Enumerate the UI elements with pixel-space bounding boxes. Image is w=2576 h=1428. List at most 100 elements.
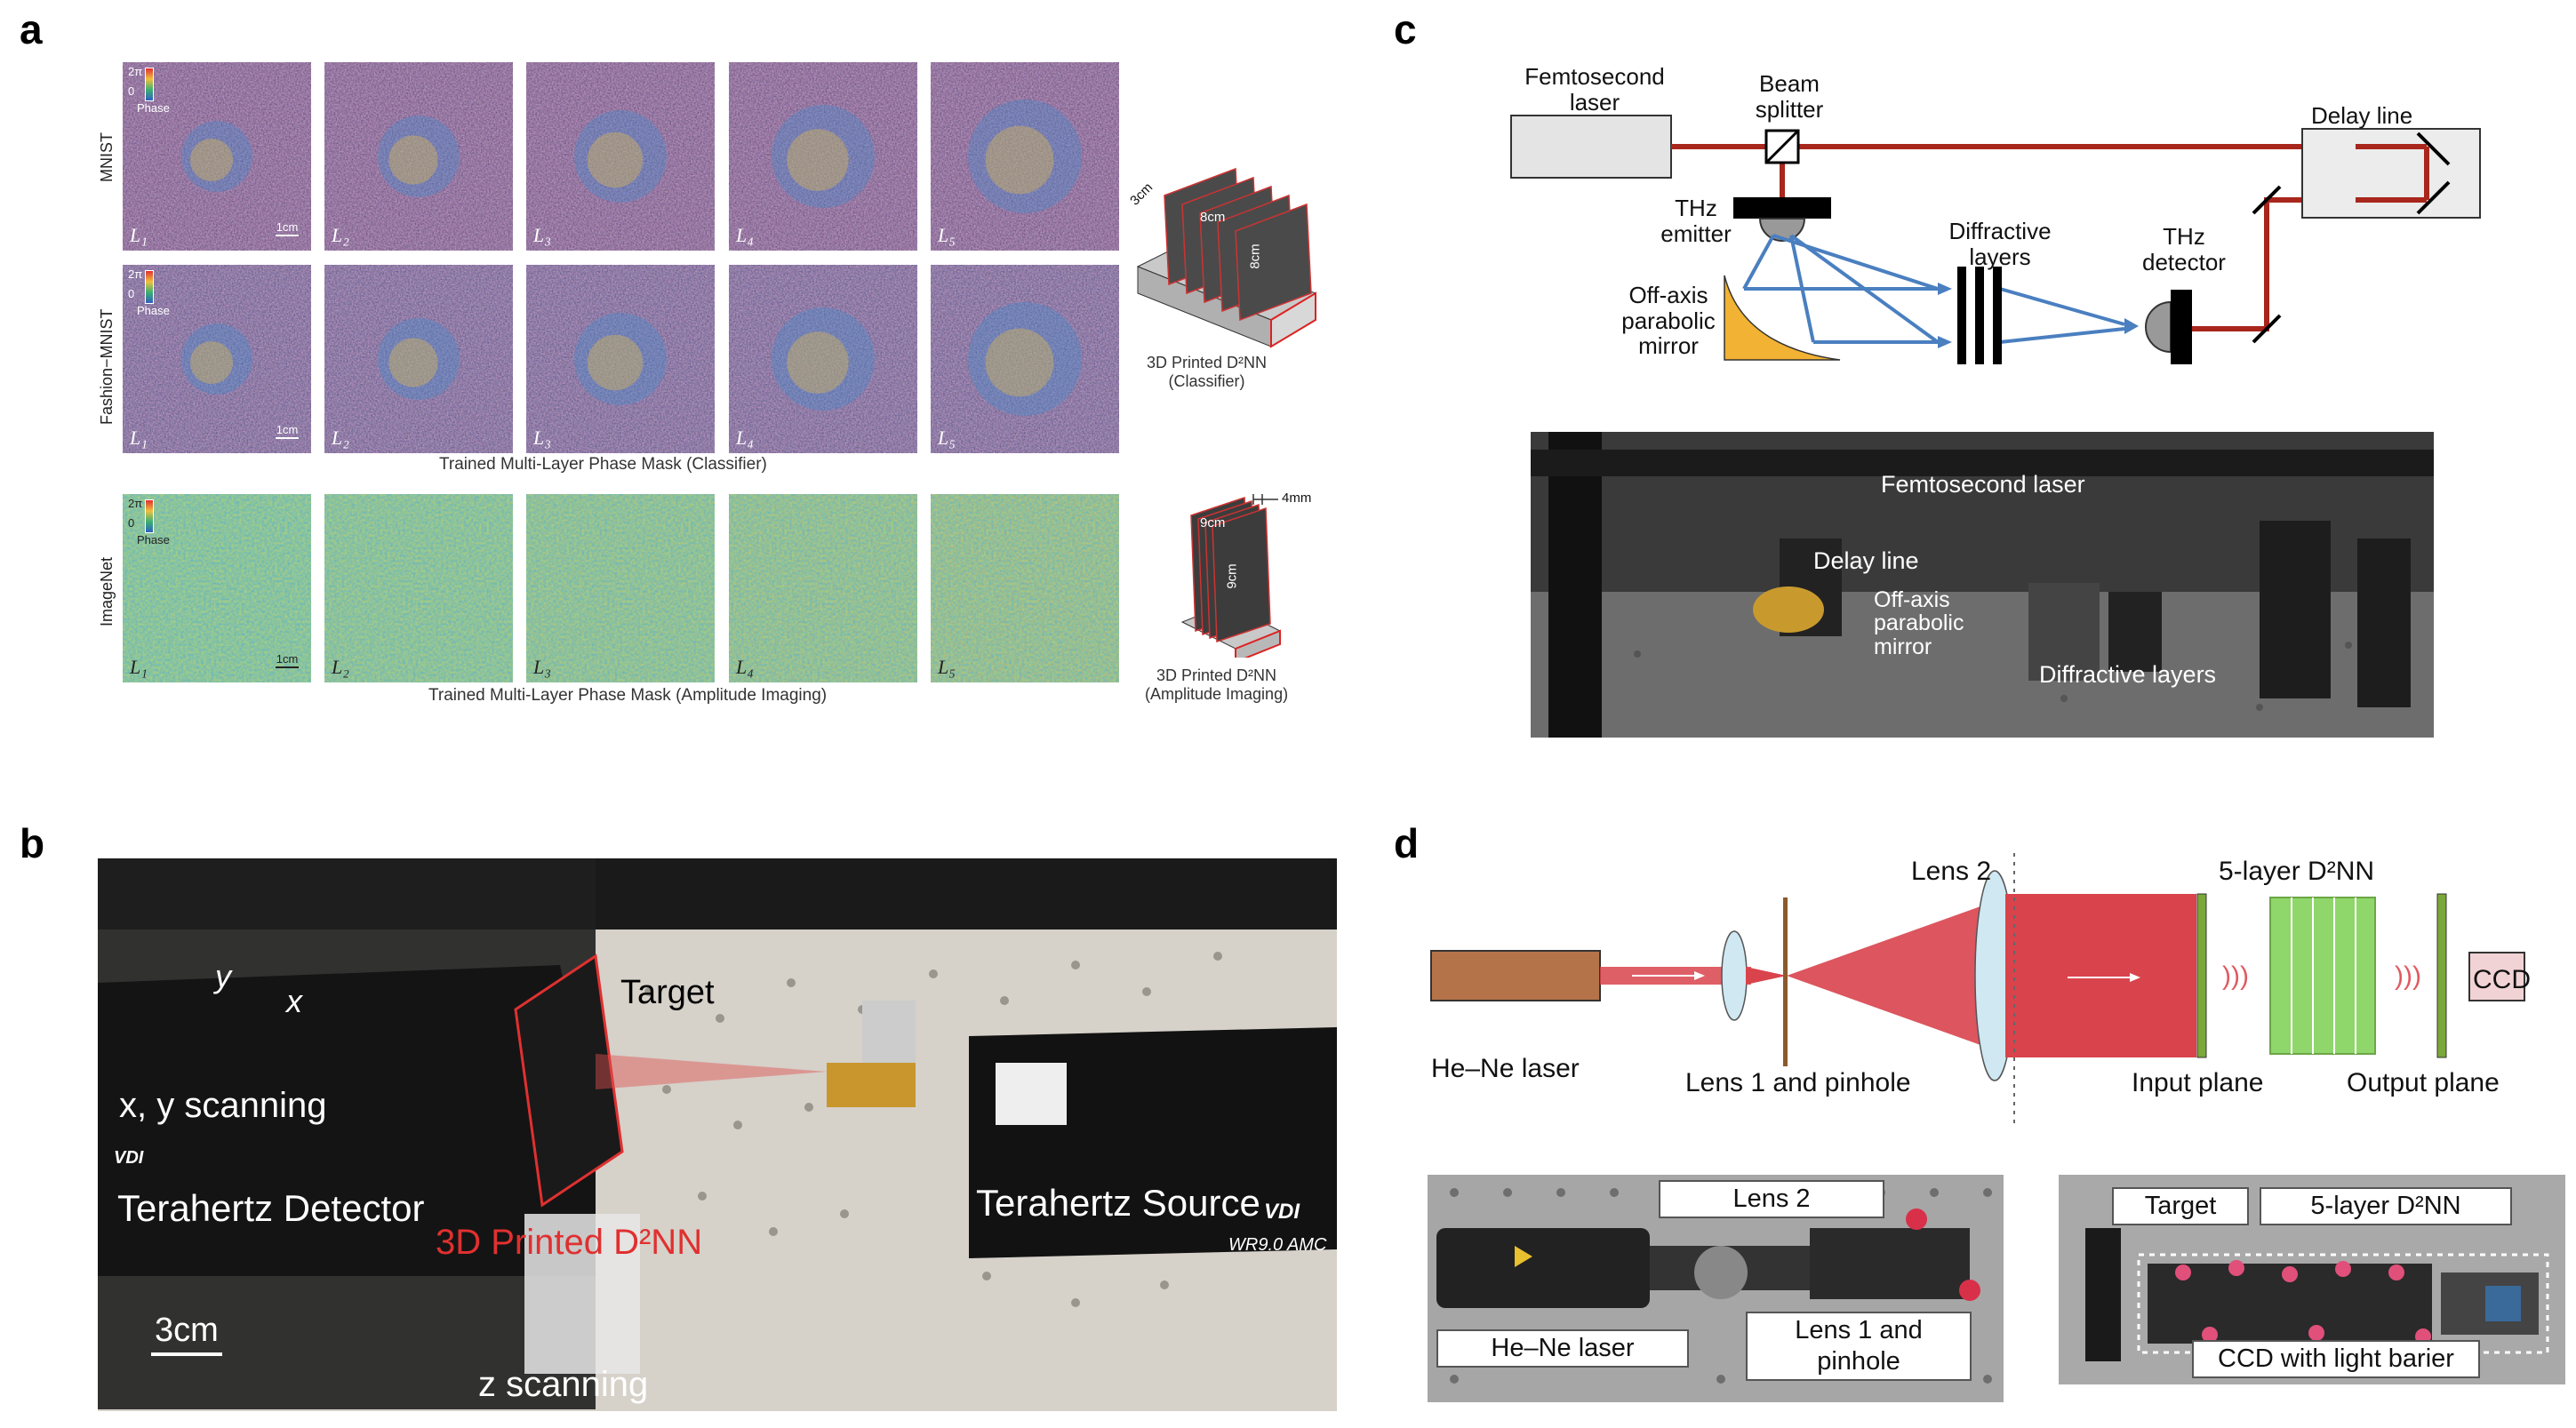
- scale-bar-1cm: 1cm: [276, 652, 299, 668]
- scale-label: 1cm: [276, 423, 299, 436]
- axis-y-label: y: [215, 958, 231, 994]
- svg-text:))): ))): [2222, 961, 2249, 991]
- layer-label: L₄: [736, 656, 754, 678]
- label-lens-2: Lens 2: [1911, 857, 1992, 886]
- phase-min-label: 0: [128, 516, 135, 531]
- phase-mask-mnist-l4: L₄: [729, 62, 917, 251]
- photo-label-terahertz-source: Terahertz Source: [976, 1182, 1260, 1224]
- label-thz-detector: THz detector: [2135, 224, 2233, 275]
- layer-label: L₃: [533, 427, 551, 449]
- phase-min-label: 0: [128, 287, 135, 301]
- scale-bar-line: [276, 437, 299, 439]
- phase-min-label: 0: [128, 84, 135, 99]
- layer-label: L₅: [938, 427, 956, 449]
- svg-text:))): ))): [2395, 961, 2421, 991]
- phase-colorbar-title: Phase: [137, 533, 170, 546]
- imaging-dim-height: 9cm: [1200, 515, 1226, 531]
- classifier-dim-depth: 8cm: [1247, 243, 1263, 269]
- photo-off-axis-text: Off-axis parabolic mirror: [1874, 587, 1964, 659]
- layer-label: L₁: [130, 224, 148, 246]
- terahertz-setup-photo: Target y x x, y scanning VDI Terahertz D…: [98, 858, 1337, 1411]
- layer-label: L₂: [332, 656, 349, 678]
- label-he-ne-laser: He–Ne laser: [1431, 1054, 1580, 1083]
- layer-label: L₅: [938, 656, 956, 678]
- photo-lens-1-text: Lens 1 and pinhole: [1795, 1316, 1923, 1376]
- layer-label: L₂: [332, 224, 349, 246]
- thz-setup-photo: Femtosecond laser Delay line Off-axis pa…: [1531, 432, 2434, 738]
- scale-bar-line: [276, 235, 299, 236]
- photo-label-femtosecond-laser: Femtosecond laser: [1881, 471, 2085, 498]
- photo-callout-lens-2: Lens 2: [1659, 1180, 1884, 1218]
- scale-bar-3cm: [151, 1352, 222, 1356]
- imaging-model-label-line1: 3D Printed D²NN: [1156, 666, 1277, 684]
- label-femtosecond-laser: Femtosecond laser: [1515, 64, 1675, 115]
- layer-label: L₁: [130, 656, 148, 678]
- panel-letter-a: a: [20, 6, 43, 52]
- photo-label-xy-scanning: x, y scanning: [119, 1086, 327, 1125]
- photo-label-delay-line: Delay line: [1813, 547, 1919, 574]
- phase-colorbar-swatch: [145, 270, 155, 304]
- row-label-fashion-mnist: Fashion−MNIST: [98, 308, 116, 425]
- phase-colorbar-title: Phase: [137, 101, 170, 115]
- classifier-model-label-line2: (Classifier): [1168, 371, 1245, 390]
- photo-label-z-scanning: z scanning: [478, 1365, 649, 1404]
- layer-label: L₃: [533, 224, 551, 246]
- photo-label-scale-3cm: 3cm: [155, 1312, 219, 1349]
- phase-max-label: 2π: [128, 497, 143, 510]
- imaging-dim-depth: 9cm: [1224, 563, 1240, 589]
- photo-label-off-axis-mirror: Off-axis parabolic mirror: [1874, 588, 1989, 658]
- photo-label-3d-printed: 3D Printed D²NN: [436, 1223, 703, 1262]
- phase-mask-mnist-l2: L₂: [324, 62, 513, 251]
- label-delay-line: Delay line: [2311, 102, 2413, 129]
- phase-mask-fashion-l2: L₂: [324, 265, 513, 453]
- classifier-model-label: 3D Printed D²NN (Classifier): [1147, 354, 1267, 390]
- photo-callout-5-layer: 5-layer D²NN: [2260, 1187, 2512, 1225]
- caption-classifier: Trained Multi-Layer Phase Mask (Classifi…: [439, 455, 767, 474]
- phase-mask-fashion-l4: L₄: [729, 265, 917, 453]
- phase-mask-imagenet-l5: L₅: [931, 494, 1119, 682]
- label-off-axis-mirror: Off-axis parabolic mirror: [1611, 283, 1726, 359]
- photo-label-target: Target: [620, 974, 715, 1011]
- imaging-dim-gap: 4mm: [1282, 491, 1312, 506]
- imaging-3d-model: 4mm 9cm 9cm: [1164, 489, 1324, 664]
- panel-letter-b: b: [20, 820, 45, 866]
- photo-callout-lens-1: Lens 1 and pinhole: [1746, 1312, 1972, 1381]
- visible-setup-diagram: ))) ))): [1428, 853, 2565, 1140]
- label-lens-1-and-pinhole: Lens 1 and pinhole: [1685, 1068, 1911, 1097]
- vdi-logo-left: VDI: [114, 1148, 144, 1168]
- layer-label: L₁: [130, 427, 148, 449]
- vdi-logo-right: VDI: [1264, 1200, 1300, 1224]
- photo-callout-he-ne-laser: He–Ne laser: [1436, 1329, 1689, 1368]
- panel-letter-c: c: [1394, 6, 1417, 52]
- vdi-model-label: WR9.0 AMC: [1228, 1235, 1327, 1255]
- layer-label: L₂: [332, 427, 349, 449]
- phase-mask-imagenet-l2: L₂: [324, 494, 513, 682]
- panel-letter-d: d: [1394, 820, 1420, 866]
- caption-amplitude-imaging: Trained Multi-Layer Phase Mask (Amplitud…: [428, 686, 828, 705]
- scale-bar-1cm: 1cm: [276, 220, 299, 236]
- label-thz-emitter: THz emitter: [1652, 195, 1740, 246]
- photo-label-terahertz-detector: Terahertz Detector: [117, 1187, 425, 1229]
- layer-label: L₃: [533, 656, 551, 678]
- thz-setup-diagram: [1502, 53, 2489, 409]
- classifier-model-label-line1: 3D Printed D²NN: [1147, 354, 1268, 371]
- imaging-model-label: 3D Printed D²NN (Amplitude Imaging): [1145, 666, 1288, 703]
- row-label-mnist: MNIST: [98, 132, 116, 182]
- phase-mask-mnist-l5: L₅: [931, 62, 1119, 251]
- off-axis-text: Off-axis parabolic mirror: [1621, 282, 1716, 360]
- label-output-plane: Output plane: [2347, 1068, 2500, 1097]
- row-label-imagenet: ImageNet: [98, 556, 116, 626]
- imaging-model-label-line2: (Amplitude Imaging): [1145, 684, 1289, 703]
- phase-colorbar-swatch: [145, 68, 155, 101]
- layer-label: L₄: [736, 224, 754, 246]
- label-beam-splitter: Beam splitter: [1740, 71, 1838, 122]
- scale-bar-1cm: 1cm: [276, 423, 299, 439]
- visible-setup-photo-right: Target 5-layer D²NN CCD with light barie…: [2059, 1175, 2565, 1384]
- scale-label: 1cm: [276, 652, 299, 666]
